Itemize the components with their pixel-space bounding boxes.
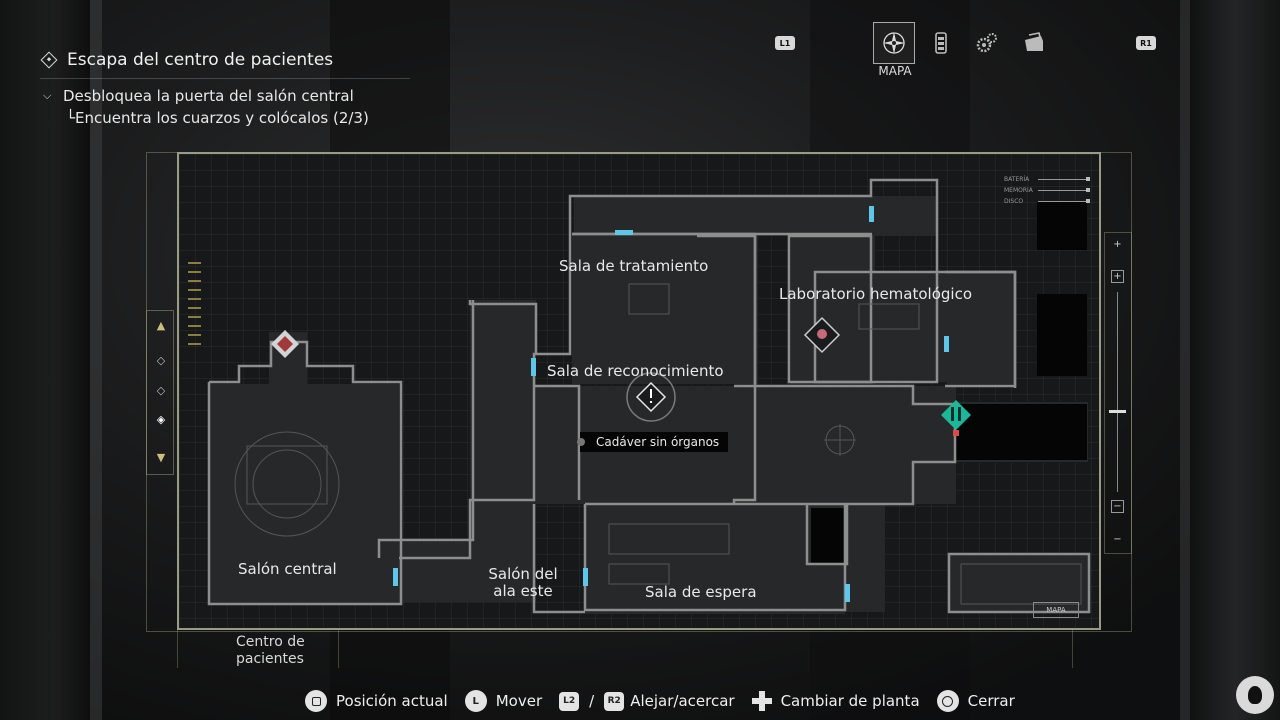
r1-shoulder-icon[interactable]: R1: [1136, 36, 1156, 50]
zoom-bottom-mark: −: [1113, 534, 1122, 545]
item-marker-icon: [803, 316, 841, 354]
control-change-floor[interactable]: Cambiar de planta: [751, 691, 920, 711]
point-of-interest-icon: [626, 372, 676, 422]
status-label: DISCO: [1004, 198, 1024, 205]
gears-icon: [976, 33, 997, 53]
zoom-top-mark: +: [1113, 239, 1122, 250]
floor-selector[interactable]: ▲ ◇ ◇ ◈ ▼: [146, 310, 174, 475]
control-current-position[interactable]: Posición actual: [305, 690, 448, 712]
zoom-in-button[interactable]: +: [1111, 270, 1124, 283]
player-position-icon: [271, 330, 299, 358]
zoom-out-button[interactable]: −: [1111, 500, 1124, 513]
l2-trigger-icon: L2: [559, 691, 580, 711]
objective-panel: Escapa del centro de pacientes ⌵ Desbloq…: [40, 50, 410, 127]
map-compass-icon: [883, 32, 905, 54]
control-move[interactable]: L Mover: [464, 690, 542, 712]
objective-diamond-icon: [40, 51, 58, 69]
floor-name: Centro de pacientes: [236, 634, 305, 667]
controls-bar: Posición actual L Mover L2 / R2 Alejar/a…: [305, 688, 1032, 714]
status-label: MEMORIA: [1004, 187, 1033, 194]
zoom-handle[interactable]: [1109, 410, 1126, 413]
floor-3-icon[interactable]: ◇: [156, 354, 166, 367]
legend-ticks: [188, 262, 202, 352]
dpad-icon: [751, 691, 772, 711]
l1-shoulder-icon[interactable]: L1: [775, 36, 795, 50]
room-label: Sala de tratamiento: [559, 257, 709, 275]
tab-inventory[interactable]: [1013, 22, 1055, 64]
status-readout: BATERÍA MEMORIA DISCO: [1004, 174, 1090, 207]
zoom-slider[interactable]: [1104, 232, 1132, 554]
left-stick-icon: L: [464, 690, 487, 712]
map-tooltip-text: Cadáver sin órganos: [596, 435, 720, 449]
files-icon: [935, 32, 947, 54]
status-label: BATERÍA: [1004, 176, 1030, 183]
floor-down-arrow-icon[interactable]: ▼: [156, 451, 166, 464]
objective-title-text: Escapa del centro de pacientes: [67, 50, 334, 70]
zoom-track[interactable]: [1117, 292, 1118, 492]
game-logo-icon: [1236, 676, 1274, 714]
objective-subtitle-text: Desbloquea la puerta del salón central: [63, 87, 354, 105]
room-label: Salón del ala este: [488, 565, 558, 600]
map-tag: MAPA: [1033, 602, 1079, 618]
floor-1-icon[interactable]: ◈: [156, 413, 166, 426]
control-close[interactable]: Cerrar: [936, 690, 1015, 712]
room-label: Laboratorio hematológico: [779, 285, 973, 303]
control-zoom[interactable]: L2 / R2 Alejar/acercar: [559, 691, 735, 711]
circle-button-icon: [936, 690, 959, 712]
map-layout: [207, 178, 1091, 614]
save-room-marker-icon: [941, 400, 971, 436]
room-label: Salón central: [238, 560, 337, 578]
floor-map[interactable]: Sala de tratamiento Laboratorio hematoló…: [177, 152, 1101, 630]
chevron-down-icon: ⌵: [43, 89, 52, 102]
map-tooltip: Cadáver sin órganos: [577, 432, 728, 452]
room-label: Sala de reconocimiento: [547, 362, 724, 380]
objective-title: Escapa del centro de pacientes: [40, 50, 410, 79]
objective-task: └Encuentra los cuarzos y colócalos (2/3): [66, 109, 369, 127]
floor-up-arrow-icon[interactable]: ▲: [156, 319, 166, 332]
tab-map[interactable]: [873, 22, 915, 64]
objective-subtitle: ⌵ Desbloquea la puerta del salón central: [40, 87, 410, 105]
inventory-icon: [1025, 32, 1043, 51]
r2-trigger-icon: R2: [604, 691, 625, 711]
room-label: Sala de espera: [645, 583, 757, 601]
objective-task-text: Encuentra los cuarzos y colócalos (2/3): [75, 109, 369, 127]
square-button-icon: [305, 690, 327, 712]
tab-map-label: MAPA: [878, 64, 912, 78]
tab-files[interactable]: [920, 22, 962, 64]
floor-2-icon[interactable]: ◇: [156, 384, 166, 397]
tab-gears[interactable]: [966, 22, 1008, 64]
